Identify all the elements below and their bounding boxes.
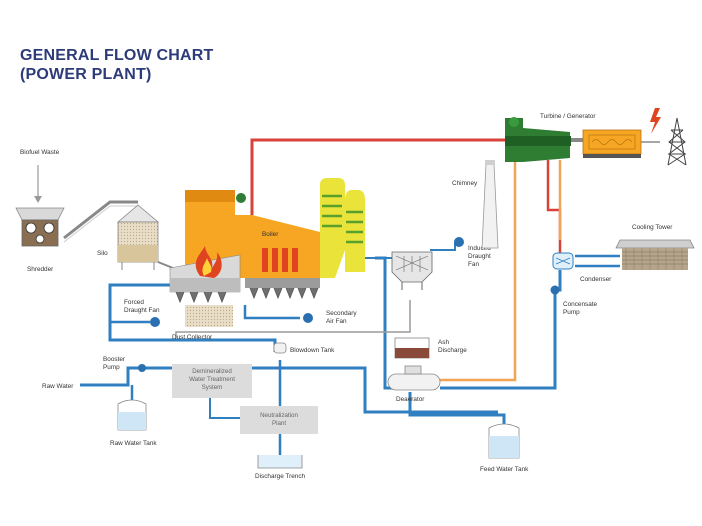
secondary-fan-label-2: Air Fan — [326, 318, 347, 325]
deaerator — [387, 365, 441, 391]
conveyor-edge — [63, 205, 138, 243]
demin-system — [172, 364, 252, 398]
forced-fan-label-2: Draught Fan — [124, 307, 160, 314]
shredder — [15, 207, 65, 247]
ash-discharge-label-2: Discharge — [438, 347, 467, 354]
chimney-top — [485, 160, 495, 165]
transmission-tower-icon — [667, 117, 687, 166]
forced-fan-label-1: Forced — [124, 299, 144, 306]
concensate-pump-label-1: Concensate — [563, 301, 598, 308]
feedwater-line-2 — [408, 392, 506, 430]
demin-label-1: Demineralized — [192, 368, 232, 375]
condenser — [552, 252, 574, 270]
condenser-label: Condenser — [580, 276, 612, 283]
blowdown-tank — [273, 342, 287, 354]
ash-discharge-label-1: Ash — [438, 339, 449, 346]
condensate-line — [440, 162, 517, 382]
discharge-trench — [257, 455, 303, 469]
demin-label-2: Water Treatment — [189, 376, 235, 383]
generator — [582, 129, 642, 158]
economizer — [320, 178, 365, 278]
cooling-water-line — [575, 254, 620, 268]
booster-pump-label-2: Pump — [103, 364, 120, 371]
dust-collector — [185, 305, 233, 327]
lightning-icon — [650, 108, 661, 134]
neutralization-plant — [240, 406, 318, 434]
feedwater-line-1 — [375, 256, 395, 390]
blowdown-tank-label: Blowdown Tank — [290, 347, 335, 354]
demin-label-3: System — [202, 384, 223, 391]
bag-filter — [391, 251, 433, 290]
raw-water-tank-label: Raw Water Tank — [110, 440, 157, 447]
dust-collector-label: Dust Collector — [172, 334, 213, 341]
turbine-shaft — [571, 138, 583, 142]
feed-water-tank-label: Feed Water Tank — [480, 466, 529, 473]
secondary-fan-icon — [303, 313, 313, 323]
secondary-air-line — [243, 305, 300, 320]
booster-pump-icon — [138, 364, 146, 372]
shredder-label: Shredder — [27, 266, 54, 273]
steam-line — [250, 138, 515, 215]
fire-icon — [195, 246, 222, 278]
induced-fan-line — [430, 242, 456, 251]
page-subtitle: (POWER PLANT) — [20, 66, 152, 83]
feed-water-tank — [488, 423, 520, 459]
raw-water-tank — [117, 399, 147, 431]
steam-drum — [236, 193, 246, 203]
turbine-label: Turbine / Generator — [540, 113, 596, 120]
chimney — [481, 163, 499, 249]
conveyor — [63, 200, 138, 240]
silo-label: Silo — [97, 250, 108, 257]
raw-water-label: Raw Water — [42, 383, 74, 390]
boiler-label: Boiler — [262, 231, 279, 238]
ash-discharge — [394, 337, 430, 359]
induced-fan-label-1: Induced — [468, 245, 491, 252]
induced-fan-label-2: Draught — [468, 253, 491, 260]
concensate-pump-label-2: Pump — [563, 309, 580, 316]
booster-pump-label-1: Booster — [103, 356, 126, 363]
page-title: GENERAL FLOW CHART — [20, 47, 214, 64]
turbine — [505, 117, 571, 162]
induced-fan-icon — [454, 237, 464, 247]
neutral-label-2: Plant — [272, 420, 286, 427]
neutral-label-1: Neutralization — [260, 412, 298, 419]
chimney-label: Chimney — [452, 180, 478, 187]
forced-fan-icon — [150, 317, 160, 327]
discharge-trench-label: Discharge Trench — [255, 473, 306, 480]
boiler — [169, 190, 320, 304]
deaerator-label: Deaerator — [396, 396, 425, 403]
ash-line — [175, 300, 411, 338]
cooling-tower — [615, 239, 695, 270]
steam-to-condenser-line — [546, 160, 562, 255]
biofuel-waste-label: Biofuel Waste — [20, 149, 60, 156]
silo — [116, 204, 160, 270]
secondary-fan-label-1: Secondary — [326, 310, 357, 317]
condensate-return-line — [440, 270, 562, 390]
biofuel-arrow-head — [34, 196, 42, 203]
cooling-tower-label: Cooling Tower — [632, 224, 673, 231]
concensate-pump-icon — [550, 285, 560, 295]
induced-fan-label-3: Fan — [468, 261, 479, 268]
